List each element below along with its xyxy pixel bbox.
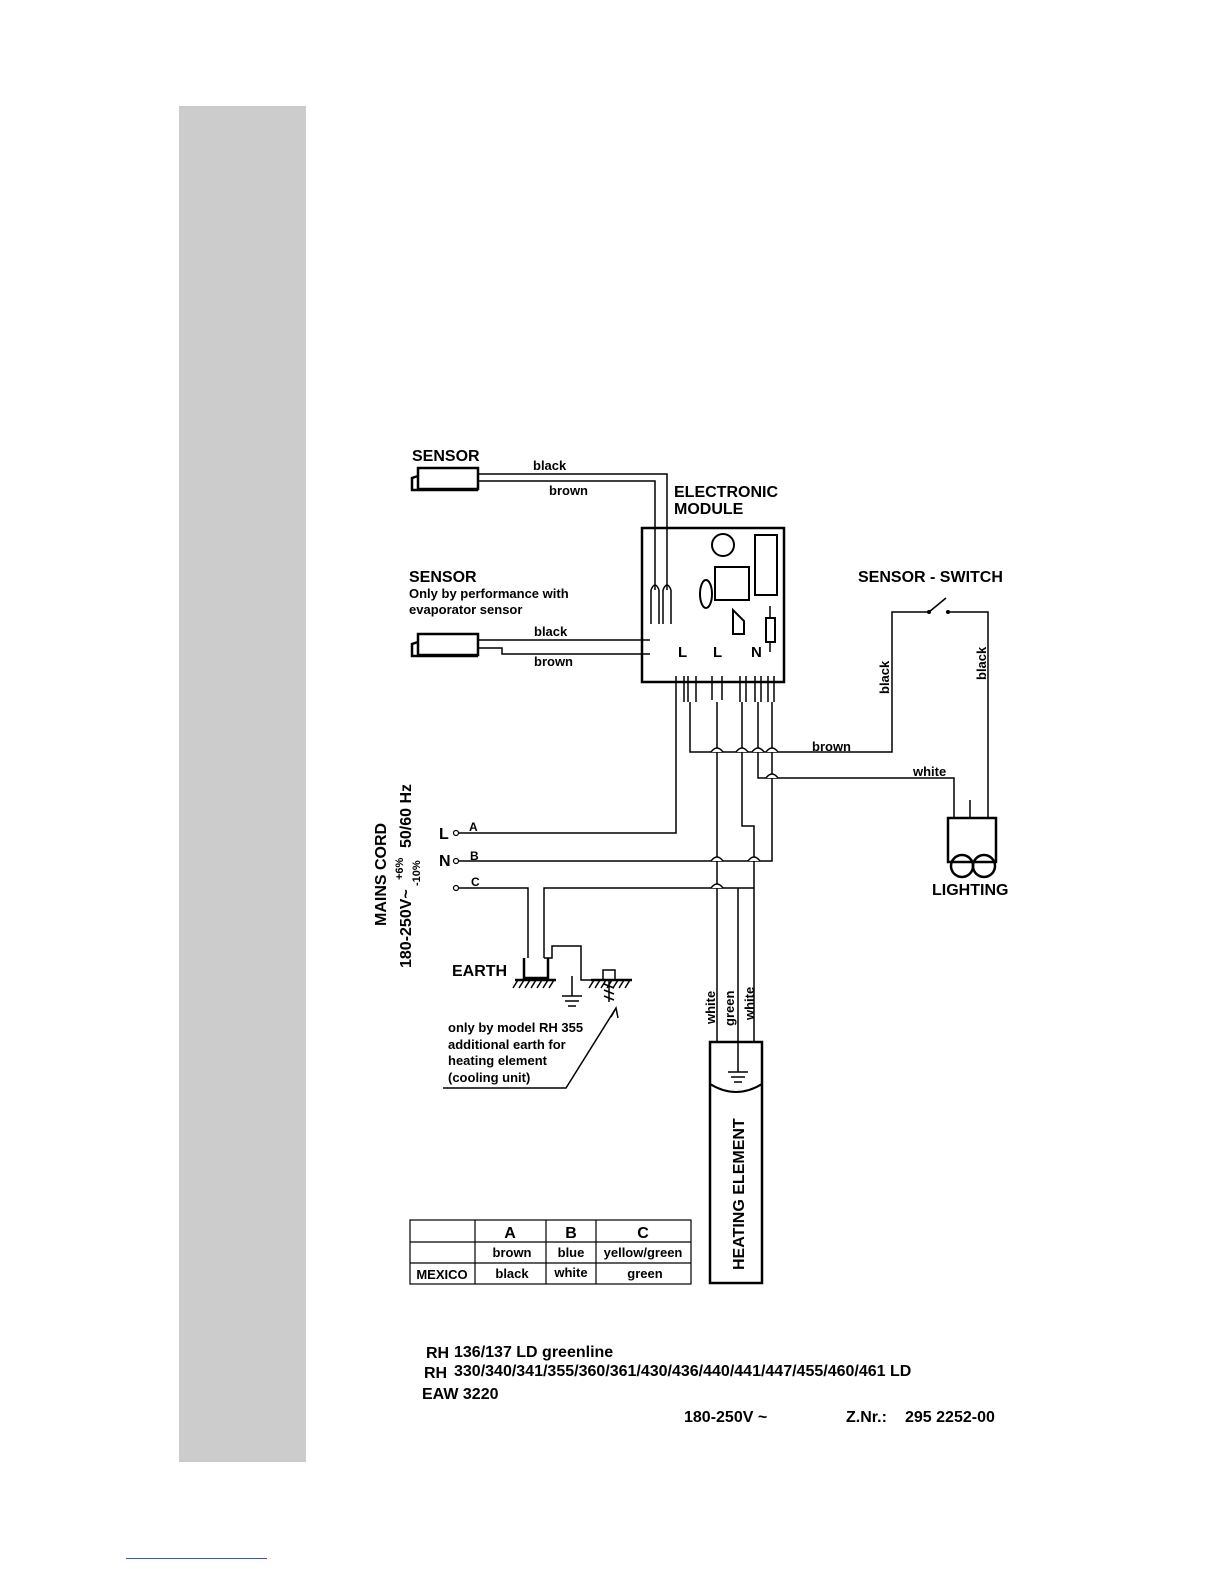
earth-note-4: (cooling unit)	[448, 1070, 530, 1085]
earth-note-leader	[443, 1005, 619, 1089]
mains-tol-minus: -10%	[411, 860, 423, 886]
mains-label-2: 180-250V~	[398, 889, 415, 968]
cord-C-label: C	[471, 875, 480, 889]
table-cell: green	[627, 1266, 662, 1281]
table-header-A: A	[504, 1225, 516, 1242]
sensor-mid-black-label: black	[534, 624, 568, 639]
footer-line2-prefix: RH	[424, 1365, 447, 1382]
sensor-mid-note-2: evaporator sensor	[409, 602, 522, 617]
sensor-top: SENSOR black brown	[410, 448, 588, 498]
cord-N-label: N	[439, 853, 451, 870]
lighting-label: LIGHTING	[932, 882, 1008, 899]
mains-freq: 50/60 Hz	[398, 784, 415, 848]
earth-note-1: only by model RH 355	[448, 1020, 583, 1035]
drawing-number: 295 2252-00	[905, 1409, 995, 1426]
sensor-top-black-label: black	[533, 458, 567, 473]
wire-white-label: white	[912, 764, 946, 779]
earth-label: EARTH	[452, 963, 507, 980]
cord-A-label: A	[469, 820, 478, 834]
mains-tol-plus: +6%	[394, 857, 406, 880]
module-label-1: ELECTRONIC	[674, 484, 778, 501]
color-table: A B C brown blue yellow/green MEXICO bla…	[409, 1219, 692, 1285]
sensor-top-label: SENSOR	[412, 448, 480, 465]
footer-line2: 330/340/341/355/360/361/430/436/440/441/…	[454, 1363, 911, 1380]
footer-models: RH 136/137 LD greenline RH 330/340/341/3…	[422, 1344, 995, 1426]
lighting-lamp: LIGHTING	[932, 795, 1008, 899]
earth-note-3: heating element	[448, 1053, 548, 1068]
sensor-mid-brown-label: brown	[534, 654, 573, 669]
switch-black-left-label: black	[877, 660, 892, 694]
wire-cord-A	[459, 702, 677, 834]
table-cell: blue	[558, 1245, 585, 1260]
switch-black-right-label: black	[974, 646, 989, 680]
wire-crossings	[710, 747, 779, 889]
footer-line3: EAW 3220	[422, 1386, 499, 1403]
sensor-mid-note-1: Only by performance with	[409, 586, 569, 601]
drawing-number-label: Z.Nr.:	[846, 1409, 887, 1426]
sensor-top-brown-label: brown	[549, 483, 588, 498]
terminal-N-label: N	[751, 644, 762, 661]
table-cell: black	[495, 1266, 529, 1281]
bottom-rule	[126, 1558, 267, 1559]
electronic-module: ELECTRONIC MODULE L L N	[640, 484, 786, 702]
wire-cord-C	[459, 887, 754, 958]
sensor-mid: SENSOR Only by performance with evaporat…	[409, 569, 573, 669]
module-label-2: MODULE	[674, 501, 744, 518]
heat-green-label: green	[722, 991, 737, 1026]
mains-label-1: MAINS CORD	[373, 823, 390, 926]
table-cell: MEXICO	[416, 1267, 467, 1282]
table-cell: yellow/green	[604, 1245, 683, 1260]
wire-brown-label: brown	[812, 739, 851, 754]
table-header-C: C	[637, 1225, 649, 1242]
heating-element-label: HEATING ELEMENT	[731, 1118, 748, 1270]
footer-line1: 136/137 LD greenline	[454, 1344, 613, 1361]
gray-margin-bar	[179, 106, 306, 1462]
wire-sensor-mid-brown	[478, 647, 650, 655]
table-cell: white	[553, 1265, 587, 1280]
footer-line1-prefix: RH	[426, 1345, 449, 1362]
wire-white	[757, 702, 955, 795]
terminal-L1-label: L	[678, 644, 687, 661]
cord-L-label: L	[439, 826, 449, 843]
table-header-B: B	[565, 1225, 577, 1242]
cord-B-label: B	[470, 849, 479, 863]
terminal-L2-label: L	[713, 644, 722, 661]
sensor-mid-label: SENSOR	[409, 569, 477, 586]
heat-white-1-label: white	[703, 991, 718, 1025]
heating-element: HEATING ELEMENT	[708, 1040, 764, 1285]
sensor-switch: SENSOR - SWITCH black black	[858, 569, 1003, 795]
sensor-switch-label: SENSOR - SWITCH	[858, 569, 1003, 586]
earth-ground: EARTH	[452, 945, 632, 1007]
mains-cord: MAINS CORD 180-250V~ +6% -10% 50/60 Hz L…	[373, 784, 480, 968]
wire-brown	[689, 702, 893, 753]
table-cell: brown	[493, 1245, 532, 1260]
wire-sensor-top-black	[478, 473, 668, 590]
wire-sensor-top-brown	[478, 480, 656, 590]
wire-cord-B	[459, 702, 773, 862]
earth-note-2: additional earth for	[448, 1037, 566, 1052]
footer-voltage: 180-250V ~	[684, 1409, 767, 1426]
heat-white-2-label: white	[742, 987, 757, 1021]
